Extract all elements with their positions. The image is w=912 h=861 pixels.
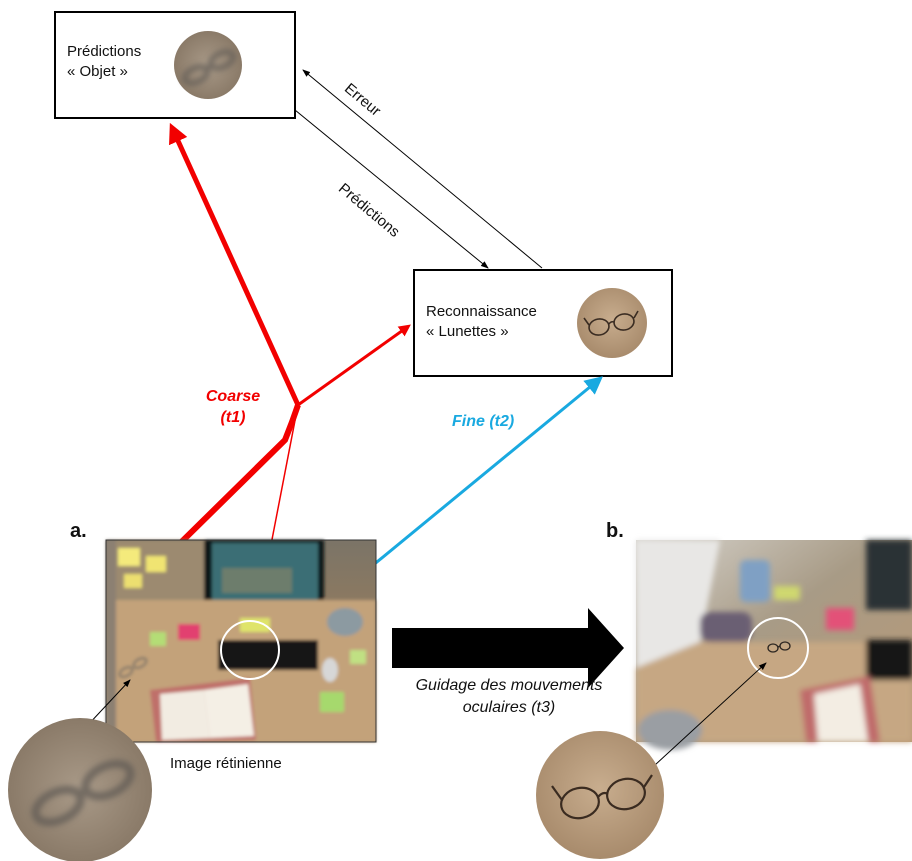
recognition-box-line2: « Lunettes » [426,323,509,340]
zoom-circle-blurred-glasses [8,718,152,861]
predictions-box-line2: « Objet » [67,63,128,80]
predictions-box-line1: Prédictions [67,43,142,60]
fixation-circle-a [220,620,280,680]
predictions-box-label: Prédictions « Objet » [67,42,141,82]
fixation-circle-b [747,617,809,679]
coarse-label-line1: Coarse [205,388,261,405]
panel-b-letter: b. [606,520,624,542]
glasses-thumbnail-right [577,288,647,358]
retinal-image-caption: Image rétinienne [170,755,282,772]
eye-movement-guidance-label: Guidage des mouvements oculaires (t3) [384,675,634,719]
predictions-arrow [294,109,489,269]
guidance-line2: oculaires (t3) [462,699,556,716]
panel-a-letter: a. [70,520,87,542]
blurred-glasses-thumbnail-top [174,31,242,99]
coarse-label: Coarse (t1) [198,386,268,428]
error-arrow [302,69,543,269]
eye-movement-arrow [392,608,624,688]
coarse-arrow-to-predictions [169,122,301,407]
foveated-image-panel-b [636,540,912,750]
coarse-label-line2: (t1) [220,409,246,426]
retinal-image-panel-a [105,539,377,743]
coarse-arrow-to-recognition [297,324,411,407]
fine-label: Fine (t2) [452,413,515,430]
guidance-line1: Guidage des mouvements [415,677,603,694]
recognition-box-label: Reconnaissance « Lunettes » [426,302,537,342]
coarse-trunk [155,404,301,568]
pointer-line-b [654,662,767,766]
recognition-box-line1: Reconnaissance [426,303,537,320]
zoom-circle-sharp-glasses [536,731,664,859]
